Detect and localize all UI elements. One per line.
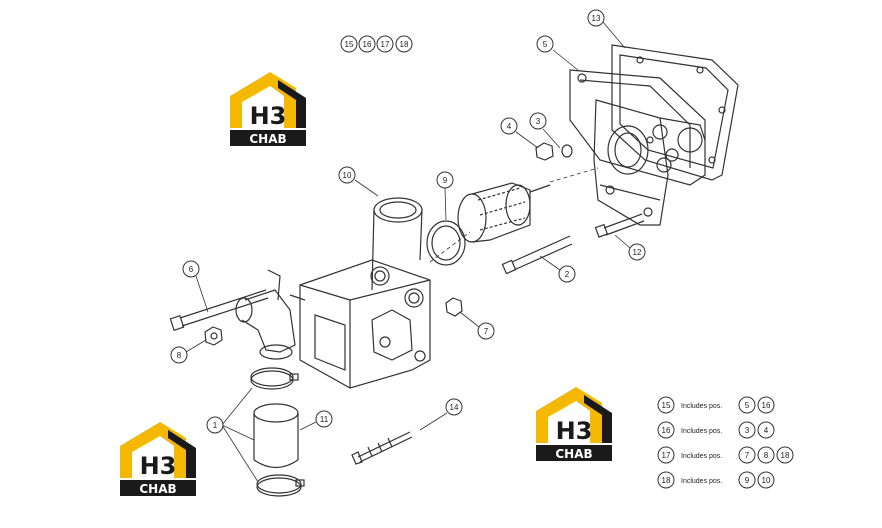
- housing-flange-part: [593, 99, 706, 226]
- svg-text:16: 16: [662, 426, 671, 435]
- svg-text:4: 4: [764, 426, 769, 435]
- callouts: 13 5 4 3 10 9 2: [170, 9, 646, 483]
- svg-text:Includes pos.: Includes pos.: [681, 428, 722, 435]
- svg-text:9: 9: [443, 176, 448, 185]
- logo-word: CHAB: [555, 447, 592, 461]
- cover-plate-part: [569, 69, 706, 186]
- washer-3-part: [561, 144, 573, 158]
- svg-text:10: 10: [762, 476, 771, 485]
- svg-text:5: 5: [745, 401, 750, 410]
- svg-text:16: 16: [762, 401, 771, 410]
- legend-row: 16 Includes pos. 3 4: [657, 421, 775, 439]
- hose-clamp-upper: [250, 367, 299, 390]
- header-refs: 15 16 17 18: [340, 35, 413, 53]
- legend-row: 15 Includes pos. 5 16: [657, 396, 775, 414]
- plug-4-part: [535, 142, 554, 161]
- header-ref-17: 17: [381, 40, 390, 49]
- parts-drawing: [169, 44, 739, 497]
- svg-text:9: 9: [745, 476, 750, 485]
- svg-text:3: 3: [536, 117, 541, 126]
- legend: 15 Includes pos. 5 16 16 Includes pos. 3…: [657, 396, 794, 489]
- logo-word: CHAB: [139, 482, 176, 496]
- header-ref: 16: [358, 35, 376, 53]
- callout-1: 1: [206, 387, 259, 483]
- logo-mark: H3: [556, 417, 593, 445]
- callout-14: 14: [419, 398, 463, 431]
- thermostat-part: [457, 182, 551, 243]
- callout-5: 5: [536, 35, 579, 71]
- watermark-logo: H3 CHAB: [120, 422, 196, 496]
- elbow-pipe-part: [235, 269, 306, 360]
- nut-part: [204, 326, 223, 346]
- gasket-part: [611, 44, 739, 181]
- water-housing-part: [299, 197, 431, 389]
- svg-text:12: 12: [633, 248, 642, 257]
- svg-text:5: 5: [543, 40, 548, 49]
- svg-text:11: 11: [320, 415, 329, 424]
- svg-text:1: 1: [213, 421, 218, 430]
- long-bolt-part: [169, 289, 269, 332]
- hose-part: [253, 403, 299, 469]
- svg-text:13: 13: [592, 14, 601, 23]
- callout-6: 6: [182, 260, 209, 313]
- logo-mark: H3: [140, 452, 177, 480]
- bolt-12-part: [594, 213, 645, 238]
- callout-4: 4: [500, 117, 539, 149]
- callout-3: 3: [529, 112, 561, 149]
- svg-text:6: 6: [189, 265, 194, 274]
- logo-word: CHAB: [249, 132, 286, 146]
- svg-text:Includes pos.: Includes pos.: [681, 478, 722, 485]
- svg-text:3: 3: [745, 426, 750, 435]
- svg-text:2: 2: [565, 270, 570, 279]
- seal-ring-part: [426, 220, 466, 266]
- svg-text:18: 18: [662, 476, 671, 485]
- legend-row: 18 Includes pos. 9 10: [657, 471, 775, 489]
- legend-row: 17 Includes pos. 7 8 18: [657, 446, 794, 464]
- callout-11: 11: [299, 410, 333, 431]
- svg-text:14: 14: [450, 403, 459, 412]
- callout-2: 2: [539, 255, 576, 283]
- svg-text:18: 18: [781, 451, 790, 460]
- svg-text:7: 7: [484, 327, 489, 336]
- header-ref: 15: [340, 35, 358, 53]
- stud-14-part: [351, 431, 413, 465]
- header-ref: 17: [376, 35, 394, 53]
- callout-8: 8: [170, 339, 207, 364]
- header-ref-15: 15: [345, 40, 354, 49]
- svg-text:15: 15: [662, 401, 671, 410]
- callout-9: 9: [436, 171, 454, 221]
- svg-text:Includes pos.: Includes pos.: [681, 403, 722, 410]
- header-ref: 18: [395, 35, 413, 53]
- header-ref-16: 16: [363, 40, 372, 49]
- callout-12: 12: [614, 234, 646, 261]
- callout-7: 7: [459, 311, 495, 340]
- svg-text:7: 7: [745, 451, 750, 460]
- logo-mark: H3: [250, 102, 287, 130]
- watermark-logo: H3 CHAB: [230, 72, 306, 146]
- svg-text:10: 10: [343, 171, 352, 180]
- bolt-2-part: [501, 235, 573, 275]
- svg-text:Includes pos.: Includes pos.: [681, 453, 722, 460]
- callout-13: 13: [587, 9, 626, 49]
- watermark-logo: H3 CHAB: [536, 387, 612, 461]
- header-ref-18: 18: [400, 40, 409, 49]
- svg-text:4: 4: [507, 122, 512, 131]
- svg-text:8: 8: [177, 351, 182, 360]
- hose-clamp-lower: [256, 474, 305, 497]
- callout-10: 10: [338, 166, 379, 197]
- svg-text:8: 8: [764, 451, 769, 460]
- svg-text:17: 17: [662, 451, 671, 460]
- plug-part: [445, 297, 463, 317]
- assembly-axis-lines: [429, 167, 599, 263]
